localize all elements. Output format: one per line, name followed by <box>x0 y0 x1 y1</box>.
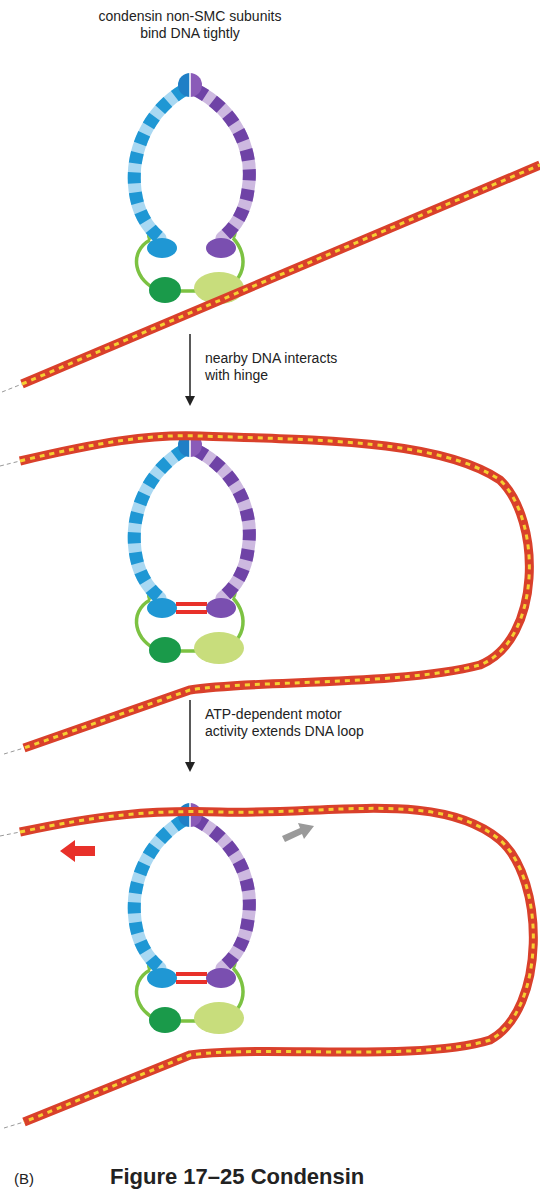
figure-caption: Figure 17–25 Condensin <box>110 1164 364 1190</box>
step-arrowhead <box>185 762 195 772</box>
dna-loop <box>20 808 533 1122</box>
condensin-complex <box>134 72 249 304</box>
annotation-label: (B) <box>14 1170 54 1188</box>
non-smc-subunit <box>149 637 181 663</box>
condensin-complex <box>134 432 249 664</box>
atp-bridge <box>176 980 207 984</box>
condensin-complex <box>134 802 249 1034</box>
hinge-half <box>178 73 190 97</box>
dna-loop-twist <box>20 436 529 748</box>
dna-strand-twist <box>22 165 540 384</box>
hinge-half <box>190 73 202 97</box>
hinge-gap <box>189 72 191 98</box>
motion-arrow-left <box>60 840 95 862</box>
smc-arm-coil <box>196 820 249 968</box>
dna-continuation <box>4 1122 24 1128</box>
step-arrow <box>189 700 191 764</box>
smc-arm-coil <box>134 450 184 598</box>
dna-loop <box>20 436 529 748</box>
non-smc-subunit <box>194 1002 244 1034</box>
smc-head <box>206 598 236 618</box>
atp-bridge <box>176 610 207 614</box>
smc-head <box>147 238 177 258</box>
smc-head <box>206 968 236 988</box>
smc-arm <box>134 450 184 598</box>
smc-arm <box>196 90 249 238</box>
smc-head <box>147 598 177 618</box>
annotation-label: condensin non-SMC subunits bind DNA tigh… <box>85 8 295 42</box>
smc-head <box>206 238 236 258</box>
step-arrow <box>189 334 191 398</box>
smc-arm-coil <box>196 90 249 238</box>
smc-arm <box>196 450 249 598</box>
smc-arm-coil <box>134 820 184 968</box>
step-arrowhead <box>185 396 195 406</box>
dna-continuation <box>4 748 24 754</box>
annotation-label: nearby DNA interacts with hinge <box>205 350 365 384</box>
non-smc-subunit <box>149 1007 181 1033</box>
smc-arm <box>134 820 184 968</box>
dna-loop-twist <box>20 808 533 1122</box>
dna-continuation <box>0 832 20 836</box>
smc-head <box>147 968 177 988</box>
dna-continuation <box>0 461 20 466</box>
dna-continuation <box>2 384 22 392</box>
non-smc-subunit <box>149 277 181 303</box>
smc-arm <box>134 90 184 238</box>
smc-arm <box>196 820 249 968</box>
non-smc-subunit <box>194 632 244 664</box>
atp-bridge <box>176 972 207 976</box>
annotation-label: ATP-dependent motor activity extends DNA… <box>205 706 375 740</box>
atp-bridge <box>176 602 207 606</box>
motion-arrow-right <box>282 823 314 842</box>
dna-strand <box>22 165 540 384</box>
smc-arm-coil <box>134 90 184 238</box>
smc-arm-coil <box>196 450 249 598</box>
